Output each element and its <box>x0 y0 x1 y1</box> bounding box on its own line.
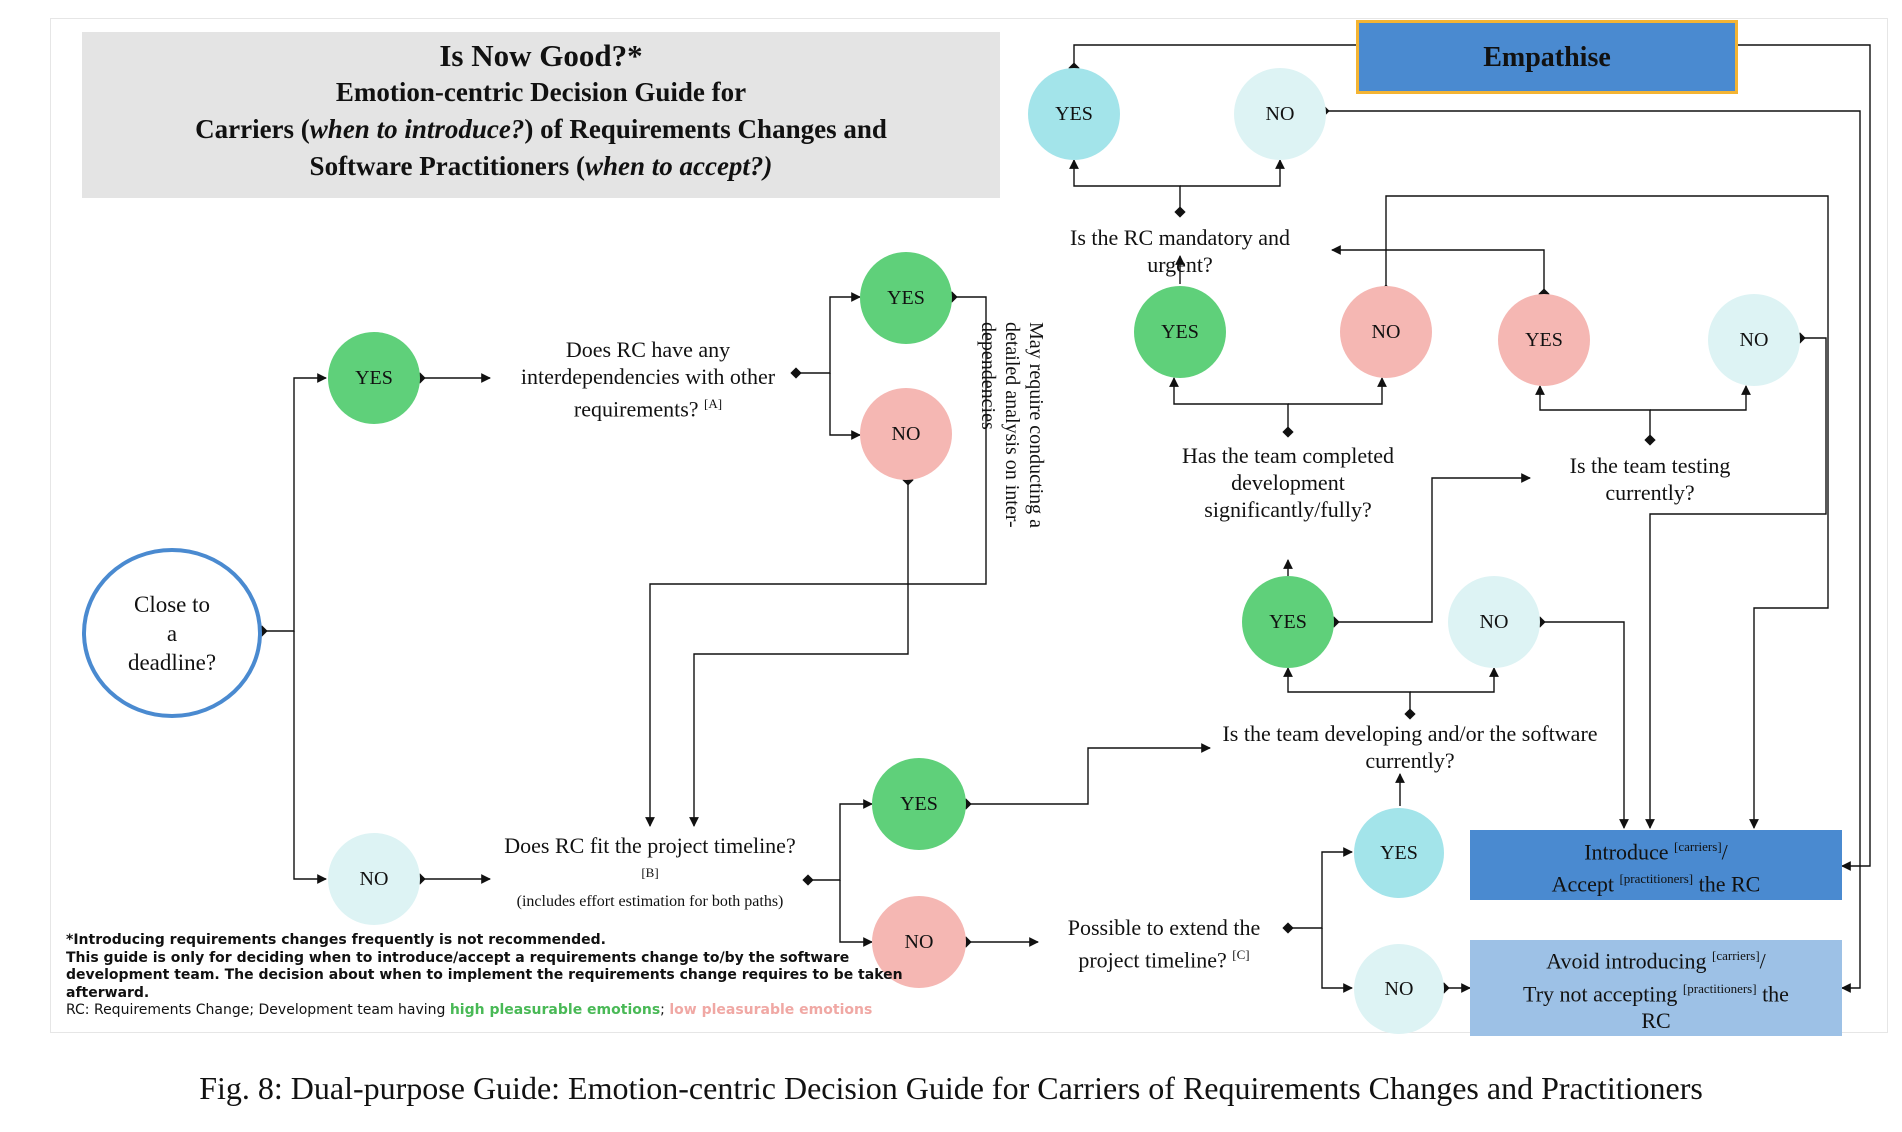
legend-line: RC: Requirements Change; Development tea… <box>66 1002 873 1018</box>
question-developing: Is the team developing and/or the softwa… <box>1222 721 1598 773</box>
side-note-detailed-analysis: May require conducting a detailed analys… <box>977 322 1047 529</box>
question-completed-development: Has the team completed development signi… <box>1182 443 1394 522</box>
start-node-close-to-deadline: Close to a deadline? <box>82 548 262 718</box>
title-subtitle-line2: Carriers (when to introduce?) of Require… <box>195 114 887 144</box>
no-node-deadline: NO <box>328 833 420 925</box>
note-frequency: *Introducing requirements changes freque… <box>66 932 606 948</box>
start-line-3: deadline? <box>127 649 217 675</box>
question-interdependencies: Does RC have any interdependencies with … <box>520 337 776 422</box>
question-extend-timeline: Possible to extend the project timeline?… <box>1067 915 1261 973</box>
question-testing: Is the team testing currently? <box>1569 453 1731 505</box>
title-box: Is Now Good?* Emotion-centric Decision G… <box>82 32 1000 198</box>
title-main: Is Now Good?* <box>439 38 643 73</box>
footnotes: *Introducing requirements changes freque… <box>66 932 926 1020</box>
avoid-line-1: Avoid introducing [carriers]/ <box>1546 948 1766 974</box>
start-line-1: Close to <box>133 591 211 617</box>
question-mandatory-urgent: Is the RC mandatory and urgent? <box>1070 225 1290 277</box>
yes-node-completed: YES <box>1134 286 1226 378</box>
yes-node-extend-timeline: YES <box>1354 808 1444 898</box>
yes-node-fit-timeline: YES <box>872 758 966 850</box>
question-fit-timeline: Does RC fit the project timeline? [B] (i… <box>500 832 800 912</box>
legend-low-pleasure: low pleasurable emotions <box>669 1002 873 1018</box>
introduce-line-1: Introduce [carriers]/ <box>1584 838 1728 864</box>
yes-node-developing: YES <box>1242 576 1334 668</box>
outcome-introduce-accept: Introduce [carriers]/ Accept [practition… <box>1470 830 1842 900</box>
no-node-mandatory: NO <box>1234 68 1326 160</box>
yes-node-mandatory: YES <box>1028 68 1120 160</box>
figure-frame <box>50 18 1888 1033</box>
yes-node-interdependencies: YES <box>860 252 952 344</box>
avoid-line-2: Try not accepting [practitioners] the <box>1523 980 1789 1006</box>
no-node-extend-timeline: NO <box>1354 944 1444 1034</box>
yes-node-testing: YES <box>1498 294 1590 386</box>
figure-caption: Fig. 8: Dual-purpose Guide: Emotion-cent… <box>199 1070 1703 1106</box>
no-node-fit-timeline: NO <box>872 896 966 988</box>
no-node-developing: NO <box>1448 576 1540 668</box>
no-node-completed: NO <box>1340 286 1432 378</box>
fit-timeline-note: (includes effort estimation for both pat… <box>516 893 784 911</box>
yes-node-deadline: YES <box>328 332 420 424</box>
no-node-interdependencies: NO <box>860 388 952 480</box>
avoid-line-3: RC <box>1641 1007 1671 1033</box>
no-node-testing: NO <box>1708 294 1800 386</box>
note-scope: This guide is only for deciding when to … <box>66 949 903 1001</box>
introduce-line-2: Accept [practitioners] the RC <box>1551 871 1761 897</box>
title-subtitle-line3: Software Practitioners (when to accept?) <box>309 151 773 181</box>
outcome-avoid-introducing: Avoid introducing [carriers]/ Try not ac… <box>1470 940 1842 1036</box>
legend-high-pleasure: high pleasurable emotions <box>449 1002 661 1018</box>
title-subtitle-line1: Emotion-centric Decision Guide for <box>335 77 747 107</box>
empathise-box: Empathise <box>1356 20 1738 94</box>
start-line-2: a <box>166 620 178 646</box>
